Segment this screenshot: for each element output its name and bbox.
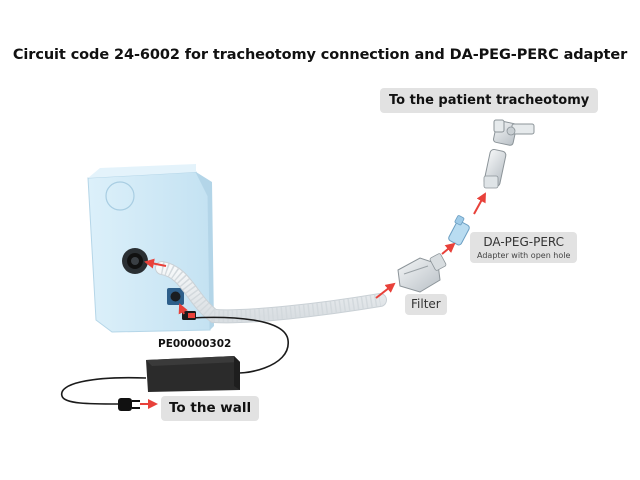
arrow-adapter-to-connector [473,192,486,215]
adapter-name: DA-PEG-PERC [483,235,565,249]
device-air-outlet-port [122,248,148,274]
arrow-cable-to-socket [178,303,188,315]
corrugated-tube [155,261,387,324]
label-filter: Filter [405,294,447,315]
airflow-arrows [140,192,486,409]
arrow-tube-to-filter [375,282,396,299]
tracheotomy-connector-part [483,119,535,189]
ventilator-device [87,164,214,333]
label-to-the-wall: To the wall [161,396,260,421]
wall-plug [118,398,140,411]
device-power-socket [167,288,184,305]
adapter-description: Adapter with open hole [477,251,571,260]
da-peg-perc-adapter-part [448,215,470,246]
arrow-device-to-tube [144,258,167,269]
power-supply-code: PE00000302 [158,338,232,350]
label-to-patient-tracheotomy: To the patient tracheotomy [380,88,599,113]
filter-part [397,253,447,293]
power-supply-unit [146,356,240,392]
device-port-circle [105,181,135,211]
diagram-title: Circuit code 24-6002 for tracheotomy con… [12,47,628,63]
arrow-filter-to-adapter [441,242,456,255]
label-da-peg-perc-adapter: DA-PEG-PERC Adapter with open hole [470,232,578,263]
